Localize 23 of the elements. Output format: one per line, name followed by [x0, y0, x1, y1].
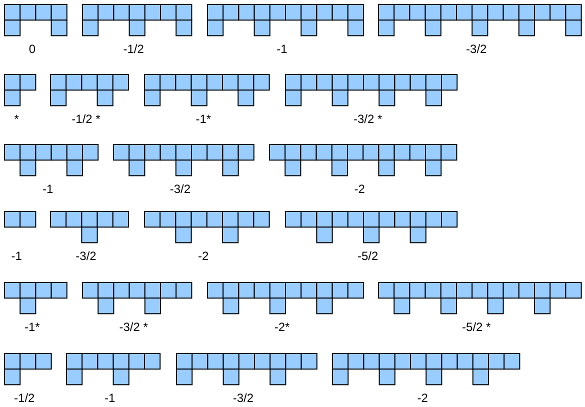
diagram-label: -1* [24, 320, 40, 334]
diagram-label: -3/2 [170, 182, 191, 196]
diagram-label: -1/2 * [72, 112, 100, 126]
diagram-label: -2 [354, 182, 365, 196]
diagram-label: -3/2 [76, 249, 96, 263]
diagram-label: 0 [28, 42, 36, 56]
diagram-label: -1/2 [14, 391, 35, 405]
diagram-label: -3/2 [232, 391, 254, 405]
diagram-label: -3/2 * [119, 320, 148, 334]
diagram-label: -2 [198, 249, 209, 263]
diagram-label: -5/2 [357, 249, 378, 263]
diagram-label: -2* [274, 320, 290, 334]
diagram-label: -3/2 * [353, 112, 382, 126]
diagram-label: -3/2 [466, 42, 487, 56]
diagram-label: -1 [42, 182, 54, 196]
diagram-label: -1 [104, 391, 116, 405]
diagram-label: -1 [276, 42, 288, 56]
diagram-label: -1 [11, 249, 22, 263]
diagram-label: -1* [196, 112, 212, 126]
diagram-label: * [14, 112, 19, 126]
diagram-label: -5/2 * [462, 320, 491, 334]
diagram-label: -1/2 [123, 42, 144, 56]
diagram-label: -2 [417, 391, 428, 405]
